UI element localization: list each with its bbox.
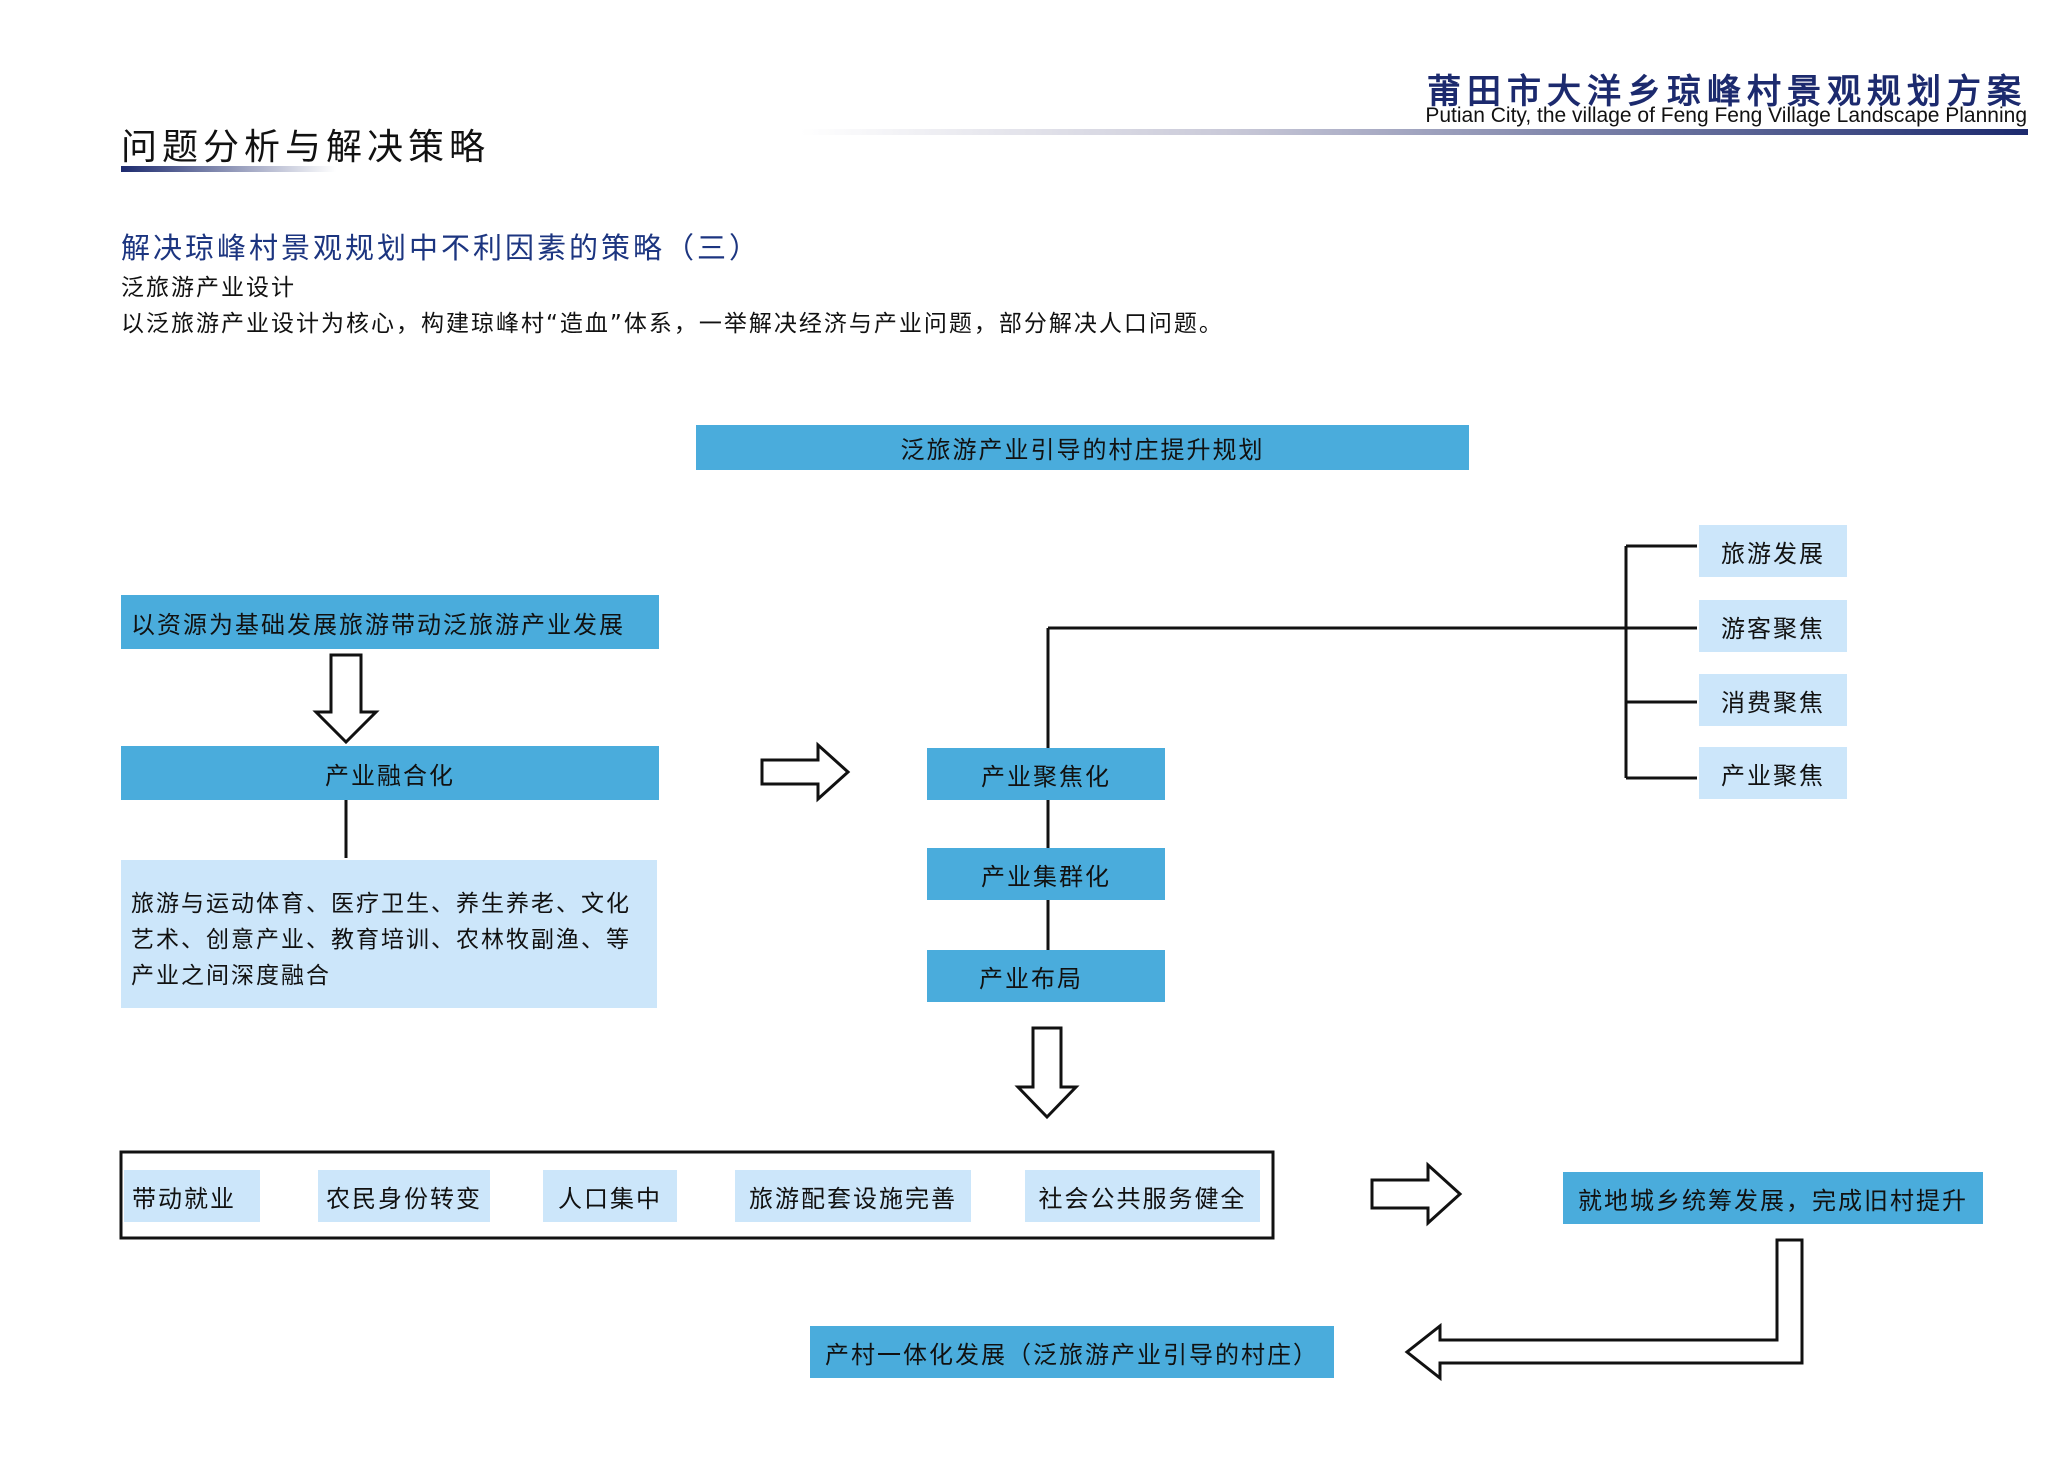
branch-industry-focus: 产业聚焦 (1699, 747, 1847, 799)
strategy-subheading: 泛旅游产业设计 (121, 275, 296, 301)
outcome-public-services: 社会公共服务健全 (1025, 1170, 1260, 1222)
resource-base-box: 以资源为基础发展旅游带动泛旅游产业发展 (121, 595, 659, 649)
title-underline (121, 166, 336, 172)
branch-visitor-focus: 游客聚焦 (1699, 600, 1847, 652)
outcome-farmer-identity: 农民身份转变 (318, 1170, 490, 1222)
final-box: 产村一体化发展（泛旅游产业引导的村庄） (810, 1326, 1334, 1378)
header-rule (800, 129, 2028, 135)
outcome-employment: 带动就业 (124, 1170, 260, 1222)
industry-focus-box: 产业聚焦化 (927, 748, 1165, 800)
industry-cluster-box: 产业集群化 (927, 848, 1165, 900)
strategy-heading: 解决琼峰村景观规划中不利因素的策略（三） (121, 231, 762, 265)
strategy-description: 以泛旅游产业设计为核心，构建琼峰村“造血”体系，一举解决经济与产业问题，部分解决… (121, 311, 1224, 337)
page-title: 问题分析与解决策略 (121, 127, 491, 168)
outcome-population-concentration: 人口集中 (543, 1170, 677, 1222)
fusion-detail-box: 旅游与运动体育、医疗卫生、养生养老、文化艺术、创意产业、教育培训、农林牧副渔、等… (121, 860, 657, 1008)
industry-layout-box: 产业布局 (927, 950, 1165, 1002)
branch-tourism-development: 旅游发展 (1699, 525, 1847, 577)
result-box: 就地城乡统筹发展，完成旧村提升 (1563, 1172, 1983, 1224)
brand-title-en: Putian City, the village of Feng Feng Vi… (1425, 104, 2027, 127)
brand-title-cn: 莆田市大洋乡琼峰村景观规划方案 (1427, 72, 2027, 112)
outcome-tourism-facilities: 旅游配套设施完善 (735, 1170, 971, 1222)
industry-fusion-box: 产业融合化 (121, 746, 659, 800)
branch-consumption-focus: 消费聚焦 (1699, 674, 1847, 726)
diagram-title-box: 泛旅游产业引导的村庄提升规划 (696, 425, 1469, 470)
